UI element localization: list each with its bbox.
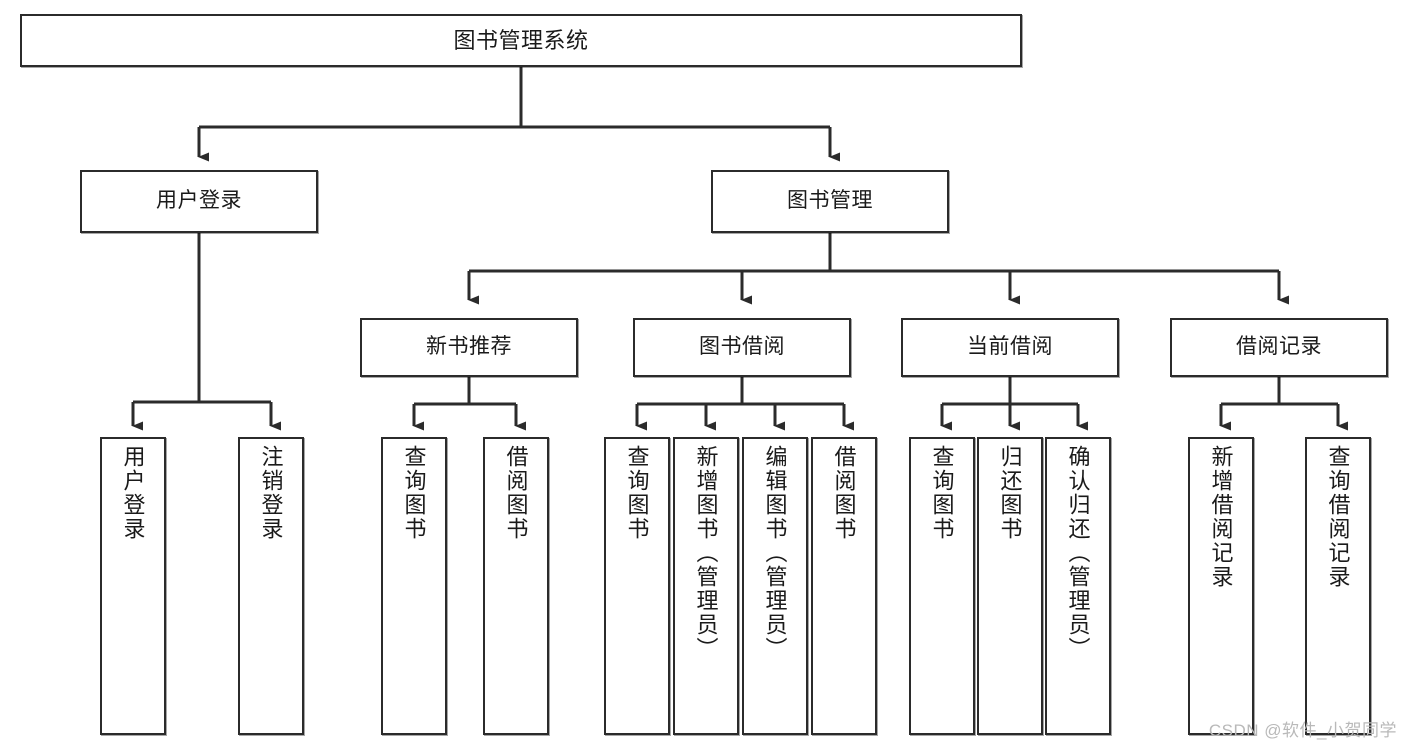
watermark-text: CSDN @软件_小贺同学	[1208, 721, 1397, 740]
node-label: 查询借阅记录	[1325, 445, 1351, 589]
node-root-system[interactable]: 图书管理系统	[20, 14, 1022, 67]
node-label: 新增借阅记录	[1208, 445, 1234, 589]
node-label: 用户登录	[120, 445, 146, 541]
node-label: 确认归还（管理员）	[1065, 445, 1091, 661]
node-user-login[interactable]: 用户登录	[80, 170, 318, 233]
leaf-current-return-book[interactable]: 归还图书	[977, 437, 1043, 735]
node-label: 当前借阅	[967, 335, 1053, 359]
node-label: 图书借阅	[699, 335, 785, 359]
node-label: 编辑图书（管理员）	[762, 445, 788, 661]
node-current-borrow[interactable]: 当前借阅	[901, 318, 1119, 377]
leaf-borrow-query-book[interactable]: 查询图书	[604, 437, 670, 735]
node-label: 借阅图书	[503, 445, 529, 541]
node-label: 归还图书	[997, 445, 1023, 541]
node-new-book-recommend[interactable]: 新书推荐	[360, 318, 578, 377]
leaf-recommend-query-book[interactable]: 查询图书	[381, 437, 447, 735]
leaf-user-login-logout[interactable]: 注销登录	[238, 437, 304, 735]
node-book-management[interactable]: 图书管理	[711, 170, 949, 233]
node-borrow-record[interactable]: 借阅记录	[1170, 318, 1388, 377]
leaf-borrow-borrow-book[interactable]: 借阅图书	[811, 437, 877, 735]
node-book-borrow[interactable]: 图书借阅	[633, 318, 851, 377]
leaf-user-login-login[interactable]: 用户登录	[100, 437, 166, 735]
node-label: 查询图书	[929, 445, 955, 541]
node-label: 用户登录	[156, 189, 242, 213]
leaf-borrow-edit-book-admin[interactable]: 编辑图书（管理员）	[742, 437, 808, 735]
leaf-current-confirm-return-admin[interactable]: 确认归还（管理员）	[1045, 437, 1111, 735]
leaf-current-query-book[interactable]: 查询图书	[909, 437, 975, 735]
leaf-borrow-add-book-admin[interactable]: 新增图书（管理员）	[673, 437, 739, 735]
node-label: 新书推荐	[426, 335, 512, 359]
leaf-record-query-record[interactable]: 查询借阅记录	[1305, 437, 1371, 735]
node-label: 借阅图书	[831, 445, 857, 541]
leaf-record-add-record[interactable]: 新增借阅记录	[1188, 437, 1254, 735]
leaf-recommend-borrow-book[interactable]: 借阅图书	[483, 437, 549, 735]
node-label: 注销登录	[258, 445, 284, 541]
node-label: 图书管理系统	[453, 27, 589, 53]
node-label: 查询图书	[624, 445, 650, 541]
node-label: 新增图书（管理员）	[693, 445, 719, 661]
node-label: 图书管理	[787, 189, 873, 213]
node-label: 借阅记录	[1236, 335, 1322, 359]
node-label: 查询图书	[401, 445, 427, 541]
